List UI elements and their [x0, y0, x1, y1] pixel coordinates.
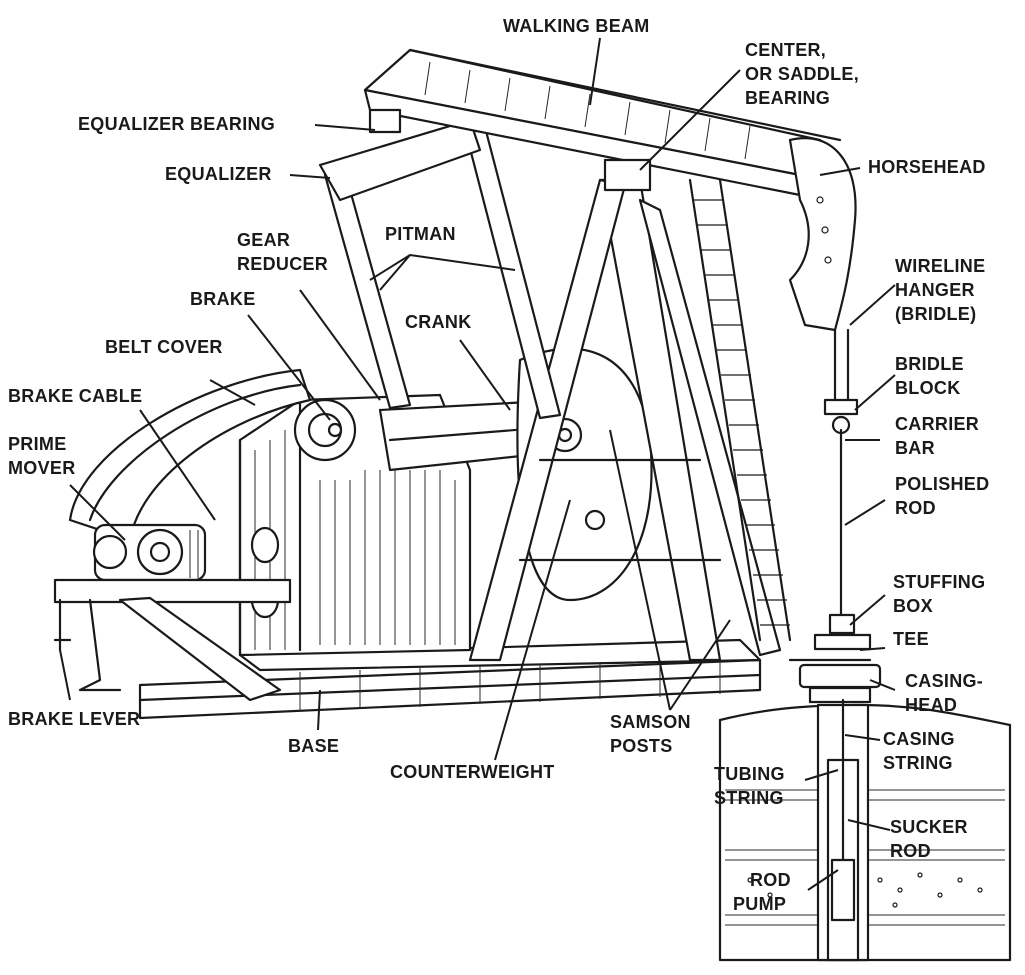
label-gear-reducer-line1: GEAR	[237, 230, 290, 250]
label-stuffing-box-line1: STUFFING	[893, 572, 985, 592]
label-casing-string-line2: STRING	[883, 753, 953, 773]
belt-cover	[68, 368, 312, 542]
label-brake: BRAKE	[190, 289, 256, 309]
label-counterweight: COUNTERWEIGHT	[390, 762, 555, 782]
label-carrier-bar-line2: BAR	[895, 438, 935, 458]
label-tee: TEE	[893, 629, 929, 649]
label-wireline-hanger-line3: (BRIDLE)	[895, 304, 976, 324]
label-brake-cable: BRAKE CABLE	[8, 386, 142, 406]
label-casing-string-line1: CASING	[883, 729, 955, 749]
lower-brace	[118, 596, 282, 702]
ladder	[688, 178, 792, 642]
label-center-bearing-line3: BEARING	[745, 88, 830, 108]
label-wireline-hanger-line2: HANGER	[895, 280, 975, 300]
label-samson-posts-line2: POSTS	[610, 736, 673, 756]
brake-drum	[293, 398, 357, 462]
equalizer-part	[318, 118, 482, 202]
label-bridle-block-line1: BRIDLE	[895, 354, 964, 374]
label-casing-head-line2: HEAD	[905, 695, 957, 715]
label-rod-pump-line1: ROD	[750, 870, 791, 890]
label-sucker-rod-line2: ROD	[890, 841, 931, 861]
labels: WALKING BEAM CENTER, OR SADDLE, BEARING …	[8, 16, 989, 914]
label-sucker-rod-line1: SUCKER	[890, 817, 968, 837]
label-tubing-string-line1: TUBING	[714, 764, 785, 784]
label-center-bearing-line2: OR SADDLE,	[745, 64, 859, 84]
wellhead	[788, 613, 882, 704]
label-polished-rod-line1: POLISHED	[895, 474, 989, 494]
bridle-and-rod	[823, 328, 859, 632]
label-gear-reducer-line2: REDUCER	[237, 254, 328, 274]
label-horsehead: HORSEHEAD	[868, 157, 986, 177]
leader-lines	[59, 37, 896, 891]
label-walking-beam: WALKING BEAM	[503, 16, 650, 36]
label-belt-cover: BELT COVER	[105, 337, 223, 357]
label-crank: CRANK	[405, 312, 472, 332]
label-equalizer-bearing: EQUALIZER BEARING	[78, 114, 275, 134]
label-wireline-hanger-line1: WIRELINE	[895, 256, 985, 276]
label-prime-mover-line1: PRIME	[8, 434, 67, 454]
label-base: BASE	[288, 736, 339, 756]
label-center-bearing-line1: CENTER,	[745, 40, 826, 60]
label-rod-pump-line2: PUMP	[733, 894, 786, 914]
label-samson-posts-line1: SAMSON	[610, 712, 691, 732]
label-brake-lever: BRAKE LEVER	[8, 709, 140, 729]
label-tubing-string-line2: STRING	[714, 788, 784, 808]
label-bridle-block-line2: BLOCK	[895, 378, 961, 398]
label-prime-mover-line2: MOVER	[8, 458, 76, 478]
label-polished-rod-line2: ROD	[895, 498, 936, 518]
label-stuffing-box-line2: BOX	[893, 596, 933, 616]
label-pitman: PITMAN	[385, 224, 456, 244]
label-casing-head-line1: CASING-	[905, 671, 983, 691]
label-equalizer: EQUALIZER	[165, 164, 272, 184]
pumpjack-drawing	[53, 48, 1012, 962]
horsehead-part	[788, 137, 857, 332]
label-carrier-bar-line1: CARRIER	[895, 414, 979, 434]
brake-lever-part	[53, 598, 122, 692]
prime-mover	[53, 523, 292, 604]
wellbore-cutaway	[718, 698, 1012, 962]
